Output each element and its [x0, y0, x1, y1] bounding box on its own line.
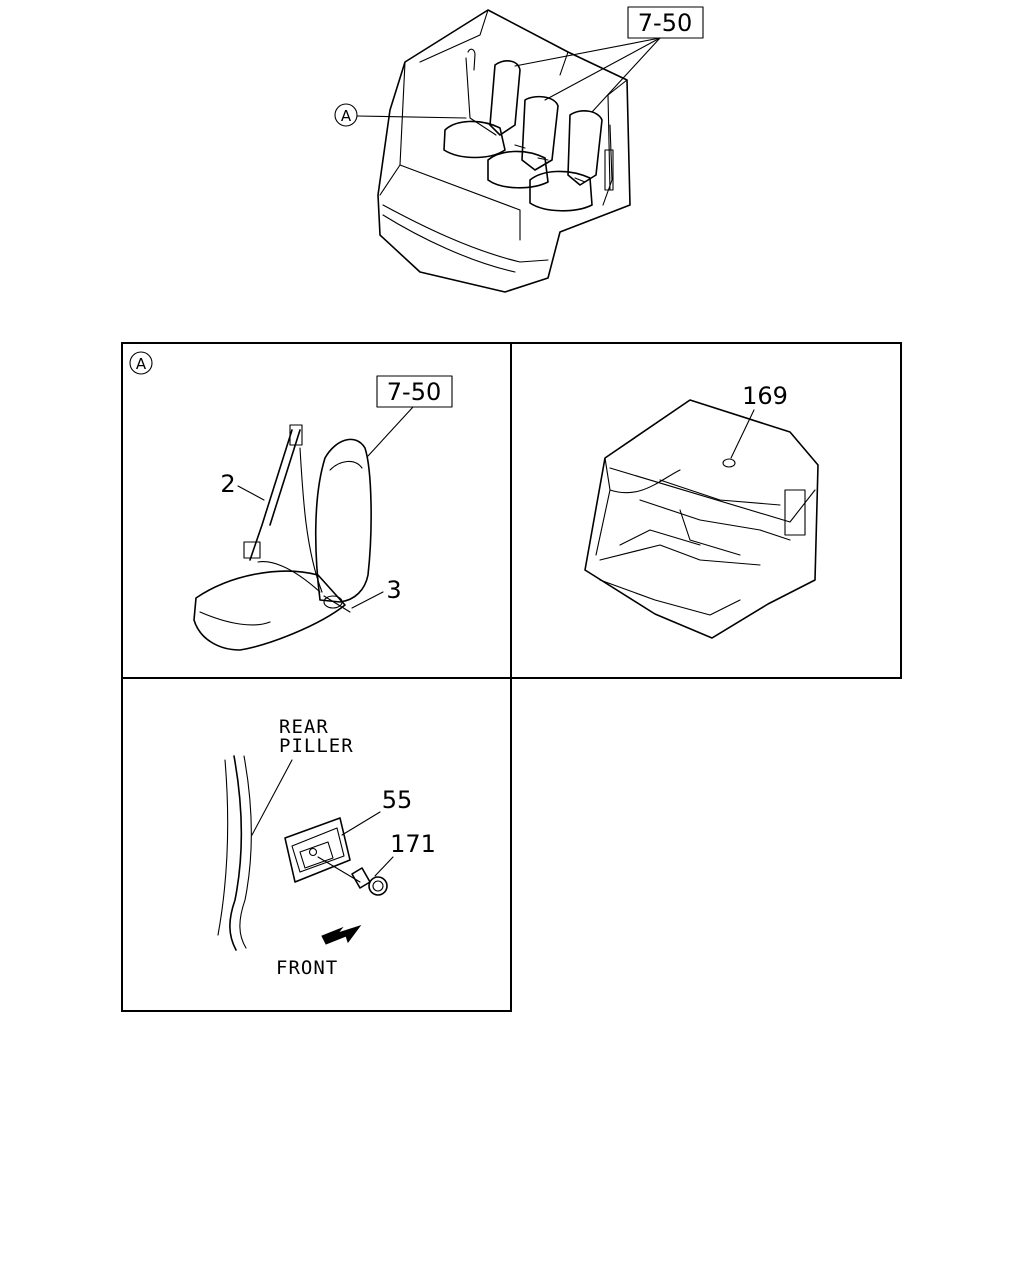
part-label-2: 2 [220, 470, 235, 498]
panel-rear-pillar: REAR PILLER 55 171 FRONT [217, 716, 436, 979]
part-label-169: 169 [742, 382, 788, 410]
panel-grid [121, 342, 902, 1012]
top-detail-marker-a: A [334, 103, 467, 127]
pillar-label-line2: PILLER [279, 735, 354, 757]
panel-detail-marker-label: A [136, 355, 147, 373]
top-cab-illustration [377, 9, 631, 293]
part-label-171: 171 [390, 830, 436, 858]
part-label-55: 55 [382, 786, 413, 814]
top-callout-label: 7-50 [638, 9, 692, 37]
front-arrow-icon [321, 925, 362, 945]
top-callout-7-50: 7-50 [514, 6, 704, 113]
pillar-label-line1: REAR [279, 716, 329, 738]
panel-callout-label: 7-50 [387, 378, 441, 406]
part-label-3: 3 [386, 576, 401, 604]
panel-seat-belt: A 7-50 2 3 [129, 351, 453, 651]
direction-label-front: FRONT [276, 957, 338, 979]
panel-cab-floor: 169 [584, 382, 819, 639]
top-detail-marker-label: A [341, 107, 352, 125]
